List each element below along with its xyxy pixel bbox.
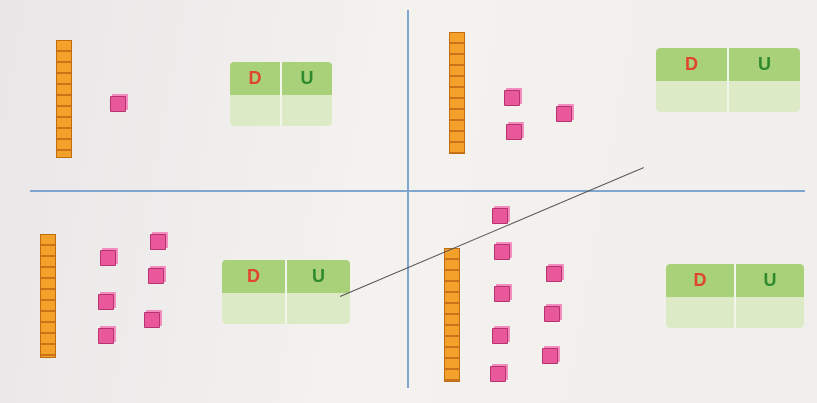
units-header: U: [280, 62, 332, 95]
unit-cube: [506, 124, 522, 140]
unit-cube: [98, 328, 114, 344]
unit-cube: [492, 328, 508, 344]
unit-cube: [556, 106, 572, 122]
unit-cube: [546, 266, 562, 282]
tens-units-table: D U: [656, 48, 800, 114]
unit-cube: [504, 90, 520, 106]
unit-cube: [494, 286, 510, 302]
unit-cube: [544, 306, 560, 322]
unit-cube: [100, 250, 116, 266]
ten-rod: [56, 40, 72, 158]
unit-cube: [148, 268, 164, 284]
tens-units-table: D U: [230, 62, 332, 128]
tens-answer-cell[interactable]: [666, 297, 734, 328]
tens-answer-cell[interactable]: [230, 95, 280, 126]
unit-cube: [150, 234, 166, 250]
units-header: U: [285, 260, 350, 293]
units-answer-cell[interactable]: [285, 293, 350, 324]
tens-header: D: [247, 266, 260, 286]
unit-cube: [492, 208, 508, 224]
tens-header: D: [693, 270, 707, 290]
ten-rod: [444, 248, 460, 382]
ten-rod: [40, 234, 56, 358]
unit-cube: [110, 96, 126, 112]
tens-header: D: [248, 68, 262, 88]
unit-cube: [490, 366, 506, 382]
units-answer-cell[interactable]: [734, 297, 804, 328]
pencil-line: [339, 167, 644, 297]
tens-answer-cell[interactable]: [656, 81, 727, 112]
unit-cube: [98, 294, 114, 310]
tens-answer-cell[interactable]: [222, 293, 285, 324]
units-answer-cell[interactable]: [727, 81, 800, 112]
horizontal-divider: [30, 190, 805, 192]
units-header: U: [734, 264, 804, 297]
tens-units-table: D U: [666, 264, 804, 330]
tens-units-table: D U: [222, 260, 350, 326]
ten-rod: [449, 32, 465, 154]
units-answer-cell[interactable]: [280, 95, 332, 126]
vertical-divider: [407, 10, 409, 388]
unit-cube: [542, 348, 558, 364]
unit-cube: [494, 244, 510, 260]
unit-cube: [144, 312, 160, 328]
tens-header: D: [685, 54, 698, 74]
units-header: U: [727, 48, 800, 81]
